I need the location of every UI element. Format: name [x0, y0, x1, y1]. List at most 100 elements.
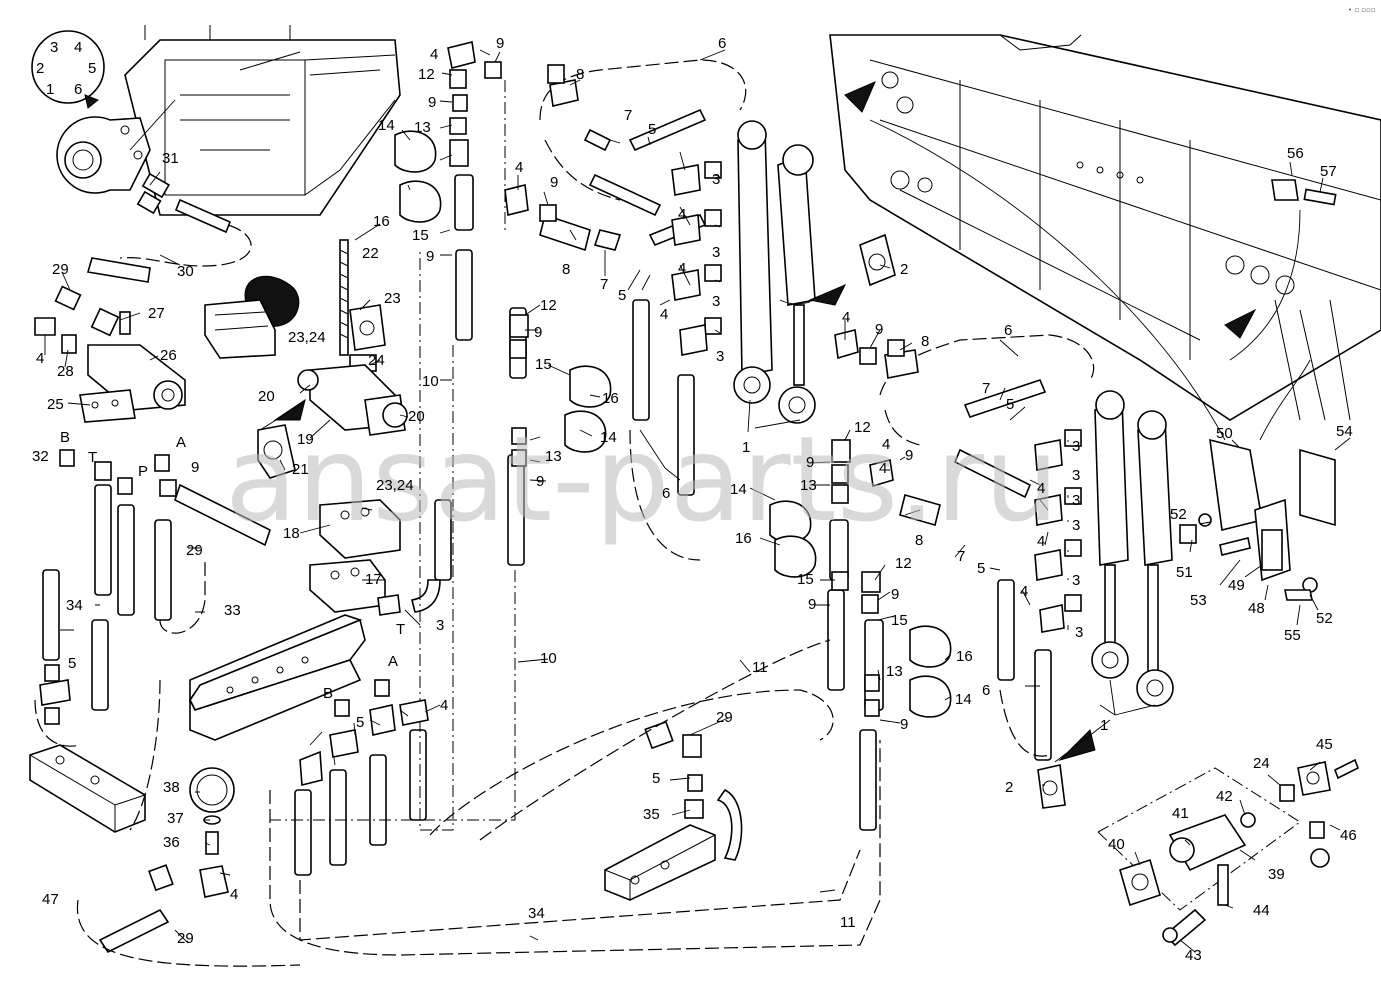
small-parts [29, 172, 743, 967]
dial-port-2: 2 [36, 60, 44, 77]
dial-port-1: 1 [46, 81, 54, 98]
callout-24: 24 [368, 352, 385, 369]
electrical-connector-2 [859, 233, 1066, 809]
callout-4: 4 [36, 350, 44, 367]
callout-12: 12 [895, 555, 912, 572]
callout-14: 14 [378, 117, 395, 134]
port-label-P: P [138, 463, 148, 480]
callout-4: 4 [882, 436, 890, 453]
callout-5: 5 [652, 770, 660, 787]
callout-32: 32 [32, 448, 49, 465]
callout-3: 3 [1072, 467, 1080, 484]
port-label-T: T [88, 449, 97, 466]
sensor-kit-inset [1097, 758, 1360, 947]
callout-20: 20 [408, 408, 425, 425]
port-label-T: T [396, 621, 405, 638]
callout-6: 6 [718, 35, 726, 52]
callout-12: 12 [540, 297, 557, 314]
callout-4: 4 [430, 46, 438, 63]
callout-14: 14 [955, 691, 972, 708]
callout-30: 30 [177, 263, 194, 280]
callout-18: 18 [283, 525, 300, 542]
callout-57: 57 [1320, 163, 1337, 180]
callout-5: 5 [356, 714, 364, 731]
callout-9: 9 [534, 324, 542, 341]
corner-mark: • ▫ ▫▫▫ [1348, 6, 1376, 14]
callout-8: 8 [562, 261, 570, 278]
callout-16: 16 [735, 530, 752, 547]
callout-7: 7 [982, 380, 990, 397]
callout-11: 11 [752, 659, 768, 676]
hose-assemblies [42, 174, 1052, 876]
callout-24: 24 [1253, 755, 1270, 772]
callout-40: 40 [1108, 836, 1125, 853]
callout-13: 13 [886, 663, 903, 680]
callout-15: 15 [891, 612, 908, 629]
callout-34: 34 [66, 597, 83, 614]
callout-9: 9 [891, 586, 899, 603]
callout-9: 9 [900, 716, 908, 733]
callout-42: 42 [1216, 788, 1233, 805]
callout-7: 7 [957, 548, 965, 565]
callout-50: 50 [1216, 425, 1233, 442]
callout-9: 9 [191, 459, 199, 476]
callout-13: 13 [414, 119, 431, 136]
callout-52: 52 [1316, 610, 1333, 627]
callout-1: 1 [742, 439, 750, 456]
callout-29: 29 [177, 930, 194, 947]
callout-3: 3 [1072, 572, 1080, 589]
callout-4: 4 [230, 886, 238, 903]
callout-47: 47 [42, 891, 59, 908]
callout-4: 4 [440, 697, 448, 714]
callout-14: 14 [600, 429, 617, 446]
callout-5: 5 [618, 287, 626, 304]
callout-20: 20 [258, 388, 275, 405]
callout-56: 56 [1287, 145, 1304, 162]
arrow-icon [84, 94, 99, 109]
callout-23-24: 23,24 [288, 329, 326, 346]
callout-12: 12 [854, 419, 871, 436]
callout-3: 3 [716, 348, 724, 365]
callout-4: 4 [515, 159, 523, 176]
dial-port-4: 4 [74, 39, 82, 56]
callout-9: 9 [806, 454, 814, 471]
valve-port-letters: B T A P T B A [60, 429, 405, 702]
callout-41: 41 [1172, 805, 1189, 822]
callout-10: 10 [422, 373, 439, 390]
callout-51: 51 [1176, 564, 1193, 581]
callout-4: 4 [678, 260, 686, 277]
callout-8: 8 [576, 66, 584, 83]
callout-10: 10 [540, 650, 557, 667]
callout-6: 6 [982, 682, 990, 699]
callout-5: 5 [1006, 396, 1014, 413]
callout-9: 9 [875, 321, 883, 338]
port-label-B: B [60, 429, 70, 446]
port-label-B: B [323, 685, 333, 702]
callout-3: 3 [712, 293, 720, 310]
callout-4: 4 [1037, 480, 1045, 497]
callout-3: 3 [436, 617, 444, 634]
callout-23-24: 23,24 [376, 477, 414, 494]
callout-9: 9 [905, 447, 913, 464]
elbow-fittings [39, 41, 1082, 787]
callout-9: 9 [550, 174, 558, 191]
callout-3: 3 [1075, 624, 1083, 641]
direction-arrow-icon [1224, 308, 1257, 339]
callout-43: 43 [1185, 947, 1202, 964]
watermark-text: ansat-parts.ru [225, 410, 1059, 548]
callout-7: 7 [624, 107, 632, 124]
callout-16: 16 [956, 648, 973, 665]
callout-3: 3 [1072, 492, 1080, 509]
part-callout-numbers: 1 1 2 2 3 3 3 3 3 3 3 3 3 3 3 4 4 4 4 4 … [32, 35, 1357, 964]
rotary-coupling [56, 99, 176, 194]
callout-45: 45 [1316, 736, 1333, 753]
port-numbering-dial: 3 4 2 5 1 6 [31, 30, 105, 109]
direction-arrow-icon [844, 81, 876, 113]
callout-9: 9 [808, 596, 816, 613]
callout-35: 35 [643, 806, 660, 823]
callout-52: 52 [1170, 506, 1187, 523]
callout-2: 2 [1005, 779, 1013, 796]
callout-49: 49 [1228, 577, 1245, 594]
callout-25: 25 [47, 396, 64, 413]
callout-3: 3 [712, 171, 720, 188]
